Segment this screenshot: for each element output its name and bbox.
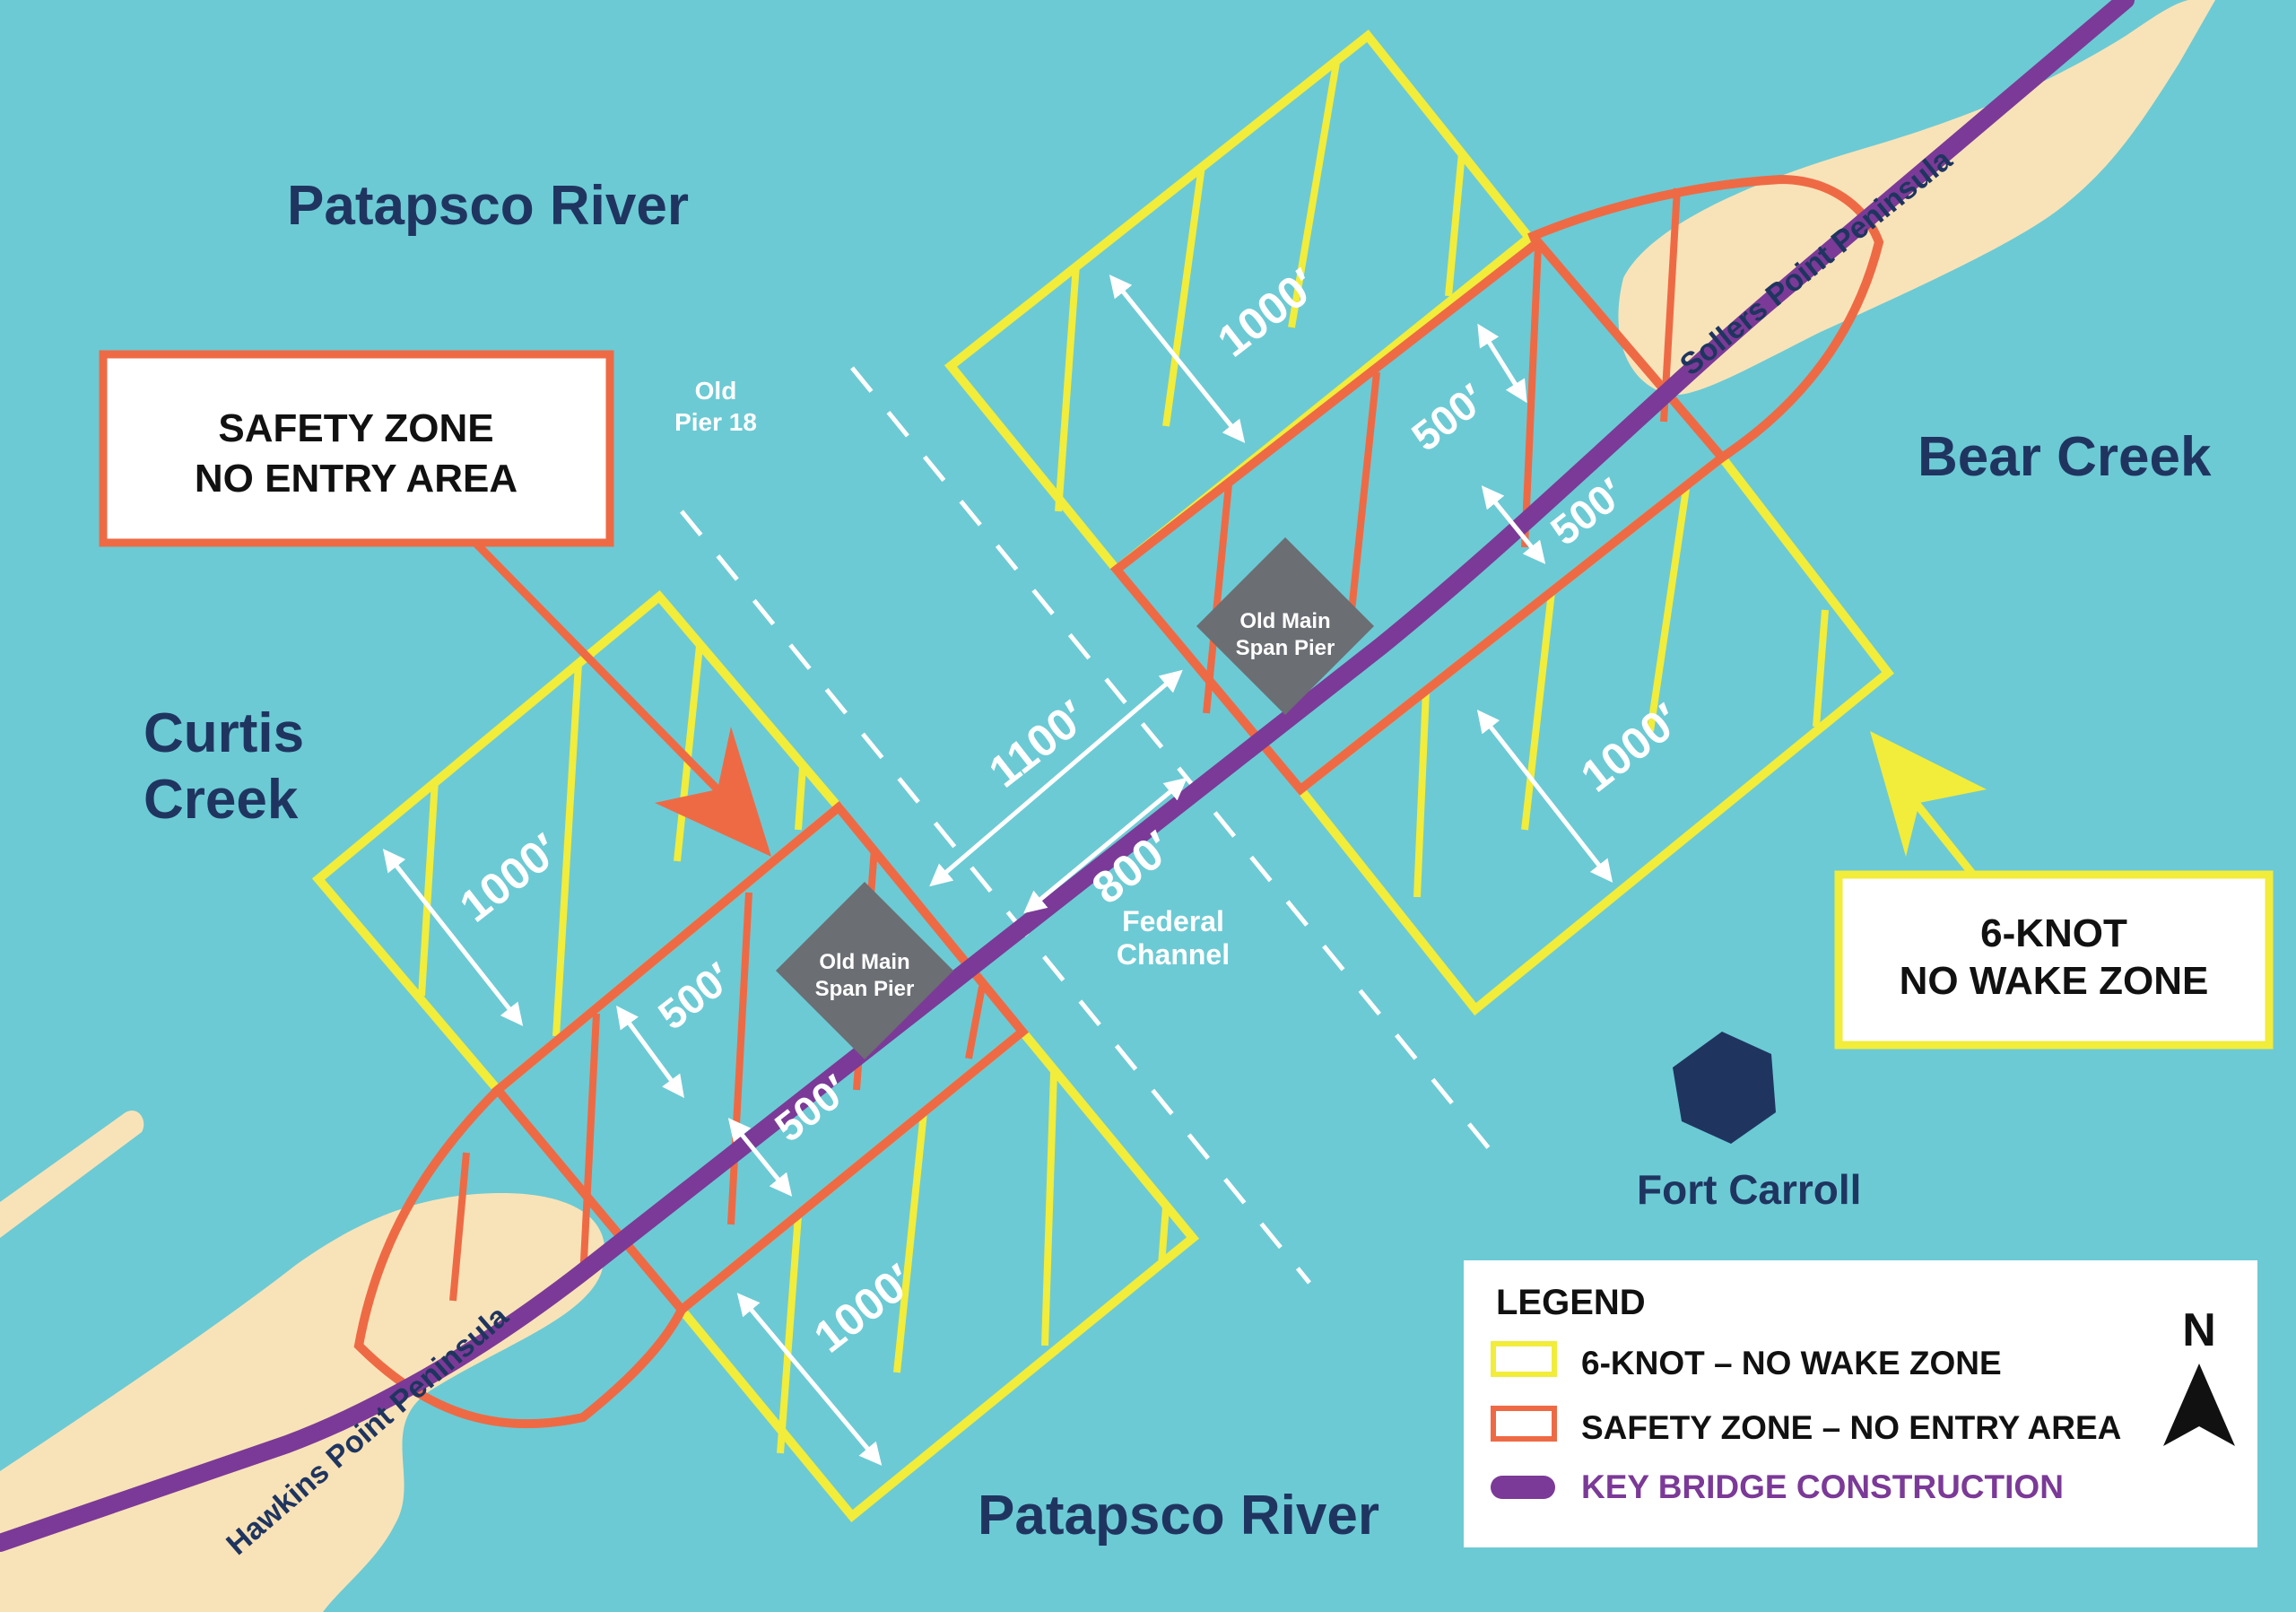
federal-channel-lines (680, 366, 1491, 1285)
safety-zones (353, 174, 1884, 1429)
legend-label-construction: KEY BRIDGE CONSTRUCTION (1581, 1468, 2064, 1505)
dimension-arrows (382, 274, 1613, 1466)
fort-carroll-marker (1673, 1032, 1776, 1144)
safety-callout-arrowhead (655, 727, 771, 857)
north-arrow-icon (2163, 1364, 2235, 1446)
legend-label-safety: SAFETY ZONE – NO ENTRY AREA (1581, 1409, 2121, 1446)
safety-callout-arrow (472, 539, 721, 793)
legend-swatch-purple (1491, 1476, 1555, 1499)
no-wake-callout: 6-KNOT NO WAKE ZONE (1834, 731, 2274, 1050)
key-bridge-construction (0, 0, 2135, 1552)
label-fort-carroll: Fort Carroll (1637, 1166, 1861, 1213)
legend-swatch-orange (1491, 1406, 1557, 1442)
safety-callout-line1: SAFETY ZONE (218, 406, 493, 450)
old-main-span-pier-west: Old Main Span Pier (776, 882, 953, 1059)
label-old-pier-1: Old (695, 377, 737, 405)
no-wake-callout-arrowhead (1870, 731, 1987, 857)
pier-label-west-2: Span Pier (815, 977, 915, 1001)
old-main-span-pier-east: Old Main Span Pier (1196, 537, 1374, 715)
knot-callout-line1: 6-KNOT (1980, 911, 2127, 955)
knot-callout-line2: NO WAKE ZONE (1900, 959, 2209, 1003)
label-federal-2: Channel (1117, 938, 1230, 971)
label-curtis-1: Curtis (144, 702, 304, 764)
label-curtis-2: Creek (144, 769, 299, 831)
safety-callout-line2: NO ENTRY AREA (195, 457, 517, 501)
label-patapsco-river-bottom: Patapsco River (978, 1485, 1379, 1547)
legend-title: LEGEND (1496, 1283, 1646, 1322)
label-bear-creek: Bear Creek (1918, 426, 2212, 488)
legend: LEGEND 6-KNOT – NO WAKE ZONE SAFETY ZONE… (1464, 1260, 2257, 1547)
legend-swatch-yellow (1491, 1341, 1557, 1377)
pier-label-east-1: Old Main (1239, 609, 1330, 633)
pier-label-east-2: Span Pier (1236, 636, 1335, 660)
pier-label-west-1: Old Main (819, 950, 909, 974)
label-patapsco-river-top: Patapsco River (287, 175, 689, 237)
safety-zone-callout: SAFETY ZONE NO ENTRY AREA (99, 350, 771, 857)
legend-label-no-wake: 6-KNOT – NO WAKE ZONE (1581, 1345, 2002, 1381)
curtis-shore-land (0, 1111, 144, 1238)
north-label: N (2182, 1304, 2216, 1356)
label-old-pier-2: Pier 18 (674, 408, 757, 436)
label-federal-1: Federal (1122, 905, 1224, 937)
